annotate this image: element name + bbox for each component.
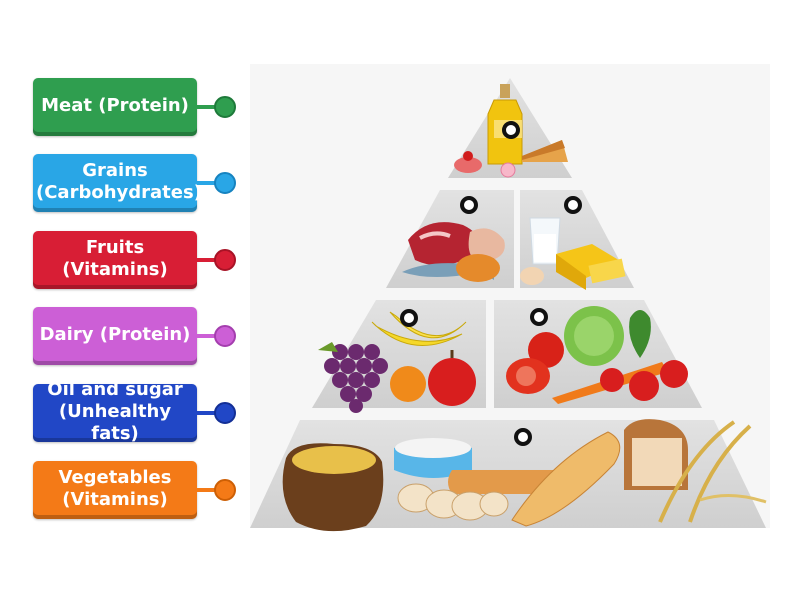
label-card-text: Meat (Protein) <box>41 94 189 116</box>
vegetable-foods <box>506 306 688 404</box>
label-card[interactable]: Oil and sugar (Unhealthy fats) <box>33 379 197 444</box>
label-card[interactable]: Vegetables (Vitamins) <box>33 461 197 519</box>
label-card-text: Oil and sugar (Unhealthy fats) <box>47 378 183 444</box>
label-connector-line <box>197 334 219 338</box>
label-card-text: Vegetables (Vitamins) <box>58 466 172 510</box>
label-connector-line <box>197 258 219 262</box>
label-pin[interactable] <box>214 249 236 271</box>
label-card[interactable]: Dairy (Protein) <box>33 307 197 365</box>
label-card-text: Grains (Carbohydrates) <box>36 159 202 203</box>
label-pin[interactable] <box>214 172 236 194</box>
label-pin[interactable] <box>214 325 236 347</box>
drop-target-base[interactable] <box>514 428 532 446</box>
label-card[interactable]: Grains (Carbohydrates) <box>33 154 202 212</box>
grain-foods <box>282 419 767 532</box>
label-connector-line <box>197 488 219 492</box>
drop-target-top[interactable] <box>502 121 520 139</box>
label-pin[interactable] <box>214 96 236 118</box>
label-connector-line <box>197 105 219 109</box>
drop-target-third-right[interactable] <box>530 308 548 326</box>
label-connector-line <box>197 411 219 415</box>
drop-target-second-right[interactable] <box>564 196 582 214</box>
label-connector-line <box>197 181 219 185</box>
meat-foods <box>402 222 505 282</box>
label-card[interactable]: Fruits (Vitamins) <box>33 231 197 289</box>
label-card-text: Fruits (Vitamins) <box>62 236 168 280</box>
label-pin[interactable] <box>214 402 236 424</box>
dairy-foods <box>520 217 626 290</box>
drop-target-second-left[interactable] <box>460 196 478 214</box>
drop-target-third-left[interactable] <box>400 309 418 327</box>
label-pin[interactable] <box>214 479 236 501</box>
label-card[interactable]: Meat (Protein) <box>33 78 197 136</box>
label-card-text: Dairy (Protein) <box>39 323 191 345</box>
fruit-foods <box>318 311 476 413</box>
